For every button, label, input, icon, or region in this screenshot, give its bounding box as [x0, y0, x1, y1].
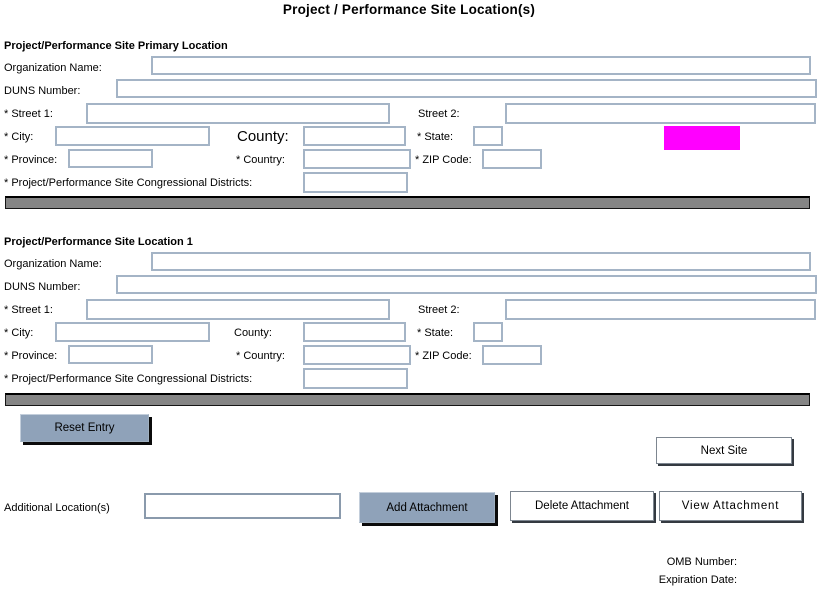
street2-input-primary[interactable]: [505, 103, 816, 124]
organization-name-label: Organization Name:: [4, 258, 102, 270]
section-primary-location: Project/Performance Site Primary Locatio…: [0, 0, 818, 215]
zip-code-input-primary[interactable]: [482, 149, 542, 169]
zip-code-label: * ZIP Code:: [415, 154, 472, 166]
country-label: * Country:: [236, 154, 285, 166]
street2-input-1[interactable]: [505, 299, 816, 320]
street1-input-1[interactable]: [86, 299, 390, 320]
omb-number-label: OMB Number:: [666, 556, 737, 568]
street1-label: * Street 1:: [4, 108, 53, 120]
congressional-districts-input-1[interactable]: [303, 368, 408, 389]
street1-label: * Street 1:: [4, 304, 53, 316]
duns-number-label: DUNS Number:: [4, 85, 81, 97]
country-input-primary[interactable]: [303, 149, 411, 169]
zip-code-label: * ZIP Code:: [415, 350, 472, 362]
street2-label: Street 2:: [418, 304, 460, 316]
city-label: * City:: [4, 327, 34, 339]
province-label: * Province:: [4, 350, 58, 362]
state-label: * State:: [417, 327, 454, 339]
congressional-districts-input-primary[interactable]: [303, 172, 408, 193]
city-input-1[interactable]: [55, 322, 210, 342]
expiration-date-label: Expiration Date:: [658, 574, 737, 586]
additional-locations-input[interactable]: [144, 493, 341, 519]
state-input-primary[interactable]: [473, 126, 503, 146]
section-header-primary: Project/Performance Site Primary Locatio…: [4, 40, 228, 52]
country-input-1[interactable]: [303, 345, 411, 365]
county-label: County:: [234, 327, 272, 339]
country-label: * Country:: [236, 350, 285, 362]
reset-entry-button[interactable]: Reset Entry: [20, 414, 149, 442]
organization-name-label: Organization Name:: [4, 62, 102, 74]
state-label: * State:: [417, 131, 454, 143]
congressional-districts-label: * Project/Performance Site Congressional…: [4, 373, 253, 385]
street1-input-primary[interactable]: [86, 103, 390, 124]
organization-name-input-primary[interactable]: [151, 56, 811, 75]
county-input-primary[interactable]: [303, 126, 406, 146]
page-title: Project / Performance Site Location(s): [282, 2, 536, 17]
duns-number-label: DUNS Number:: [4, 281, 81, 293]
province-input-primary[interactable]: [68, 149, 153, 168]
state-field-highlight: [664, 126, 740, 150]
section-divider-bar: [5, 196, 810, 209]
section-divider-bar: [5, 393, 810, 406]
city-label: * City:: [4, 131, 34, 143]
additional-locations-label: Additional Location(s): [4, 502, 110, 514]
add-attachment-button[interactable]: Add Attachment: [359, 492, 495, 523]
congressional-districts-label: * Project/Performance Site Congressional…: [4, 177, 253, 189]
view-attachment-button[interactable]: View Attachment: [659, 491, 802, 521]
county-label: County:: [237, 128, 289, 145]
zip-code-input-1[interactable]: [482, 345, 542, 365]
duns-number-input-primary[interactable]: [116, 79, 817, 98]
city-input-primary[interactable]: [55, 126, 210, 146]
province-input-1[interactable]: [68, 345, 153, 364]
state-input-1[interactable]: [473, 322, 503, 342]
next-site-button[interactable]: Next Site: [656, 437, 792, 464]
county-input-1[interactable]: [303, 322, 406, 342]
delete-attachment-button[interactable]: Delete Attachment: [510, 491, 654, 521]
duns-number-input-1[interactable]: [116, 275, 817, 294]
section-location-1: Project/Performance Site Location 1 Orga…: [0, 196, 818, 411]
section-header-location-1: Project/Performance Site Location 1: [4, 236, 193, 248]
province-label: * Province:: [4, 154, 58, 166]
street2-label: Street 2:: [418, 108, 460, 120]
organization-name-input-1[interactable]: [151, 252, 811, 271]
